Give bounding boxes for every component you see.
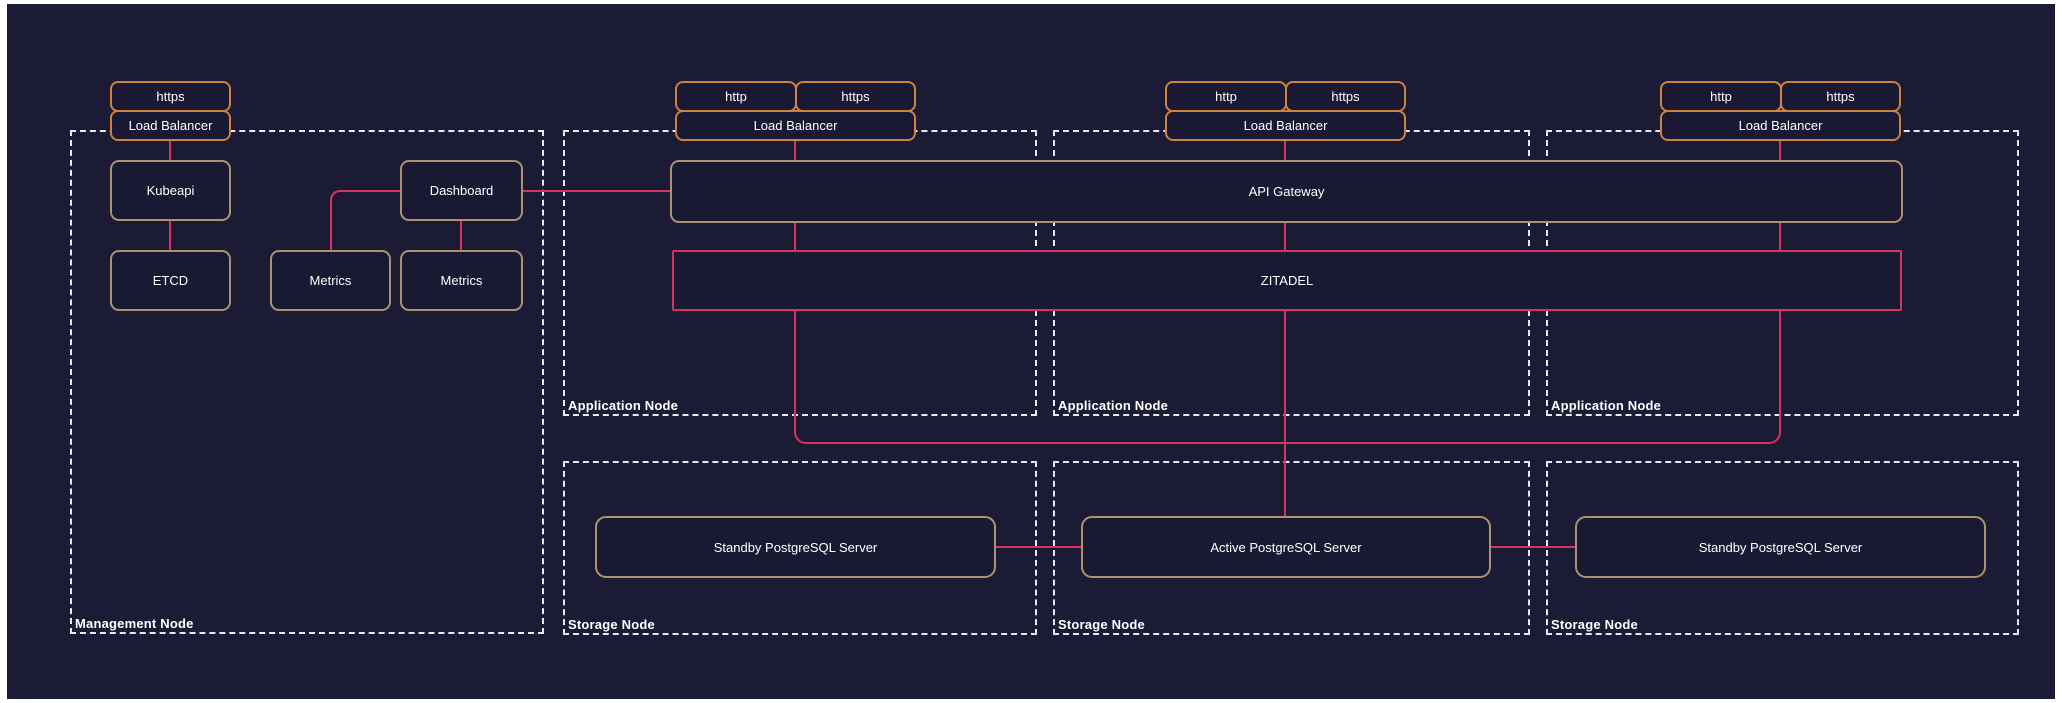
- lb-app2-http-label: http: [1215, 89, 1237, 104]
- group-label-application-2: Application Node: [1058, 398, 1169, 413]
- edge-zitadel-to-active-db-1: [794, 309, 1286, 444]
- edge-standby-left-to-active: [995, 546, 1082, 548]
- edge-lb2-to-api-gateway: [1284, 140, 1286, 161]
- edge-kubeapi-to-etcd: [169, 220, 171, 251]
- group-label-storage-2: Storage Node: [1058, 617, 1145, 632]
- node-metrics-left: Metrics: [270, 250, 391, 311]
- node-dashboard: Dashboard: [400, 160, 523, 221]
- lb-app2-https-box: https: [1285, 81, 1406, 112]
- edge-lb3-to-api-gateway: [1779, 140, 1781, 161]
- node-etcd-label: ETCD: [152, 273, 189, 288]
- node-dashboard-label: Dashboard: [429, 183, 494, 198]
- edge-active-to-standby-right: [1490, 546, 1576, 548]
- node-etcd: ETCD: [110, 250, 231, 311]
- lb-app1-https-box: https: [795, 81, 916, 112]
- node-standby-left-label: Standby PostgreSQL Server: [713, 539, 878, 555]
- node-active-label: Active PostgreSQL Server: [1210, 539, 1362, 555]
- lb-app2-box: Load Balancer: [1165, 110, 1406, 141]
- lb-app2-label: Load Balancer: [1243, 118, 1328, 133]
- lb-app1-box: Load Balancer: [675, 110, 916, 141]
- lb-app1-https-label: https: [841, 89, 870, 104]
- node-zitadel-label: ZITADEL: [1260, 273, 1314, 288]
- lb-app2-http-box: http: [1165, 81, 1287, 112]
- group-label-application-1: Application Node: [568, 398, 679, 413]
- group-label-storage-1: Storage Node: [568, 617, 655, 632]
- node-metrics-right: Metrics: [400, 250, 523, 311]
- lb-app1-label: Load Balancer: [753, 118, 838, 133]
- node-api-gateway-label: API Gateway: [1248, 184, 1325, 199]
- lb-app3-label: Load Balancer: [1738, 118, 1823, 133]
- group-storage-node-2: Storage Node: [1053, 461, 1530, 635]
- node-kubeapi: Kubeapi: [110, 160, 231, 221]
- lb-management-https-box: https: [110, 81, 231, 112]
- lb-app3-http-label: http: [1710, 89, 1732, 104]
- lb-app3-http-box: http: [1660, 81, 1782, 112]
- lb-app3-https-box: https: [1780, 81, 1901, 112]
- edge-lb1-to-api-gateway: [794, 140, 796, 161]
- node-kubeapi-label: Kubeapi: [146, 183, 195, 198]
- node-api-gateway: API Gateway: [670, 160, 1903, 223]
- edge-dashboard-to-api-gateway: [522, 190, 670, 192]
- lb-app1-http-label: http: [725, 89, 747, 104]
- node-active-postgresql: Active PostgreSQL Server: [1081, 516, 1491, 578]
- group-label-application-3: Application Node: [1551, 398, 1662, 413]
- group-storage-node-3: Storage Node: [1546, 461, 2019, 635]
- node-zitadel: ZITADEL: [672, 250, 1902, 311]
- lb-app2-https-label: https: [1331, 89, 1360, 104]
- lb-management-https-label: https: [156, 89, 185, 104]
- group-label-management: Management Node: [75, 616, 194, 631]
- group-management-node: Management Node: [70, 130, 544, 634]
- edge-api-gateway-to-zitadel-1: [794, 222, 796, 251]
- edge-dashboard-to-metrics-right: [460, 220, 462, 251]
- group-label-storage-3: Storage Node: [1551, 617, 1638, 632]
- node-standby-postgresql-left: Standby PostgreSQL Server: [595, 516, 996, 578]
- edge-api-gateway-to-zitadel-3: [1779, 222, 1781, 251]
- lb-app3-https-label: https: [1826, 89, 1855, 104]
- lb-management-label: Load Balancer: [128, 118, 213, 133]
- edge-api-gateway-to-zitadel-2: [1284, 222, 1286, 251]
- lb-management-box: Load Balancer: [110, 110, 231, 141]
- node-standby-right-label: Standby PostgreSQL Server: [1698, 539, 1863, 555]
- edge-lb-to-kubeapi: [169, 141, 171, 161]
- edge-zitadel-to-active-db-3: [1286, 309, 1781, 444]
- node-standby-postgresql-right: Standby PostgreSQL Server: [1575, 516, 1986, 578]
- lb-app1-http-box: http: [675, 81, 797, 112]
- edge-zitadel-to-active-db-2: [1284, 309, 1286, 517]
- group-storage-node-1: Storage Node: [563, 461, 1037, 635]
- node-metrics-left-label: Metrics: [309, 273, 352, 288]
- lb-app3-box: Load Balancer: [1660, 110, 1901, 141]
- edge-dashboard-to-metrics-left: [330, 190, 401, 252]
- node-metrics-right-label: Metrics: [440, 273, 483, 288]
